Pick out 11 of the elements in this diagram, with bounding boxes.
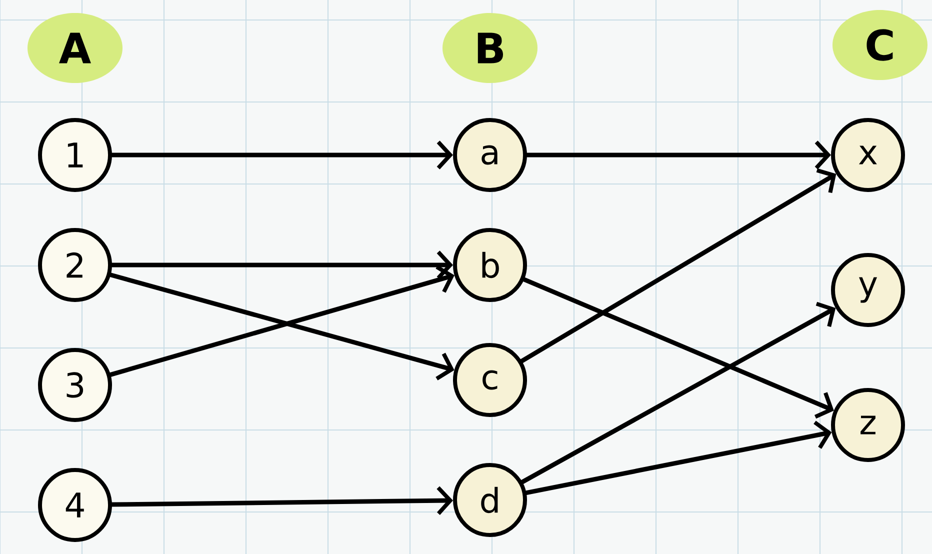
arrow [110,250,453,280]
column-heading: B [442,13,538,83]
column-heading: C [832,10,928,80]
arrow [110,486,453,515]
arrow [524,420,832,496]
column-heading: A [28,13,122,83]
arrow [522,277,834,419]
arrow [520,302,836,484]
arrow [520,168,836,364]
arrow [110,140,453,170]
arrow [524,140,831,170]
